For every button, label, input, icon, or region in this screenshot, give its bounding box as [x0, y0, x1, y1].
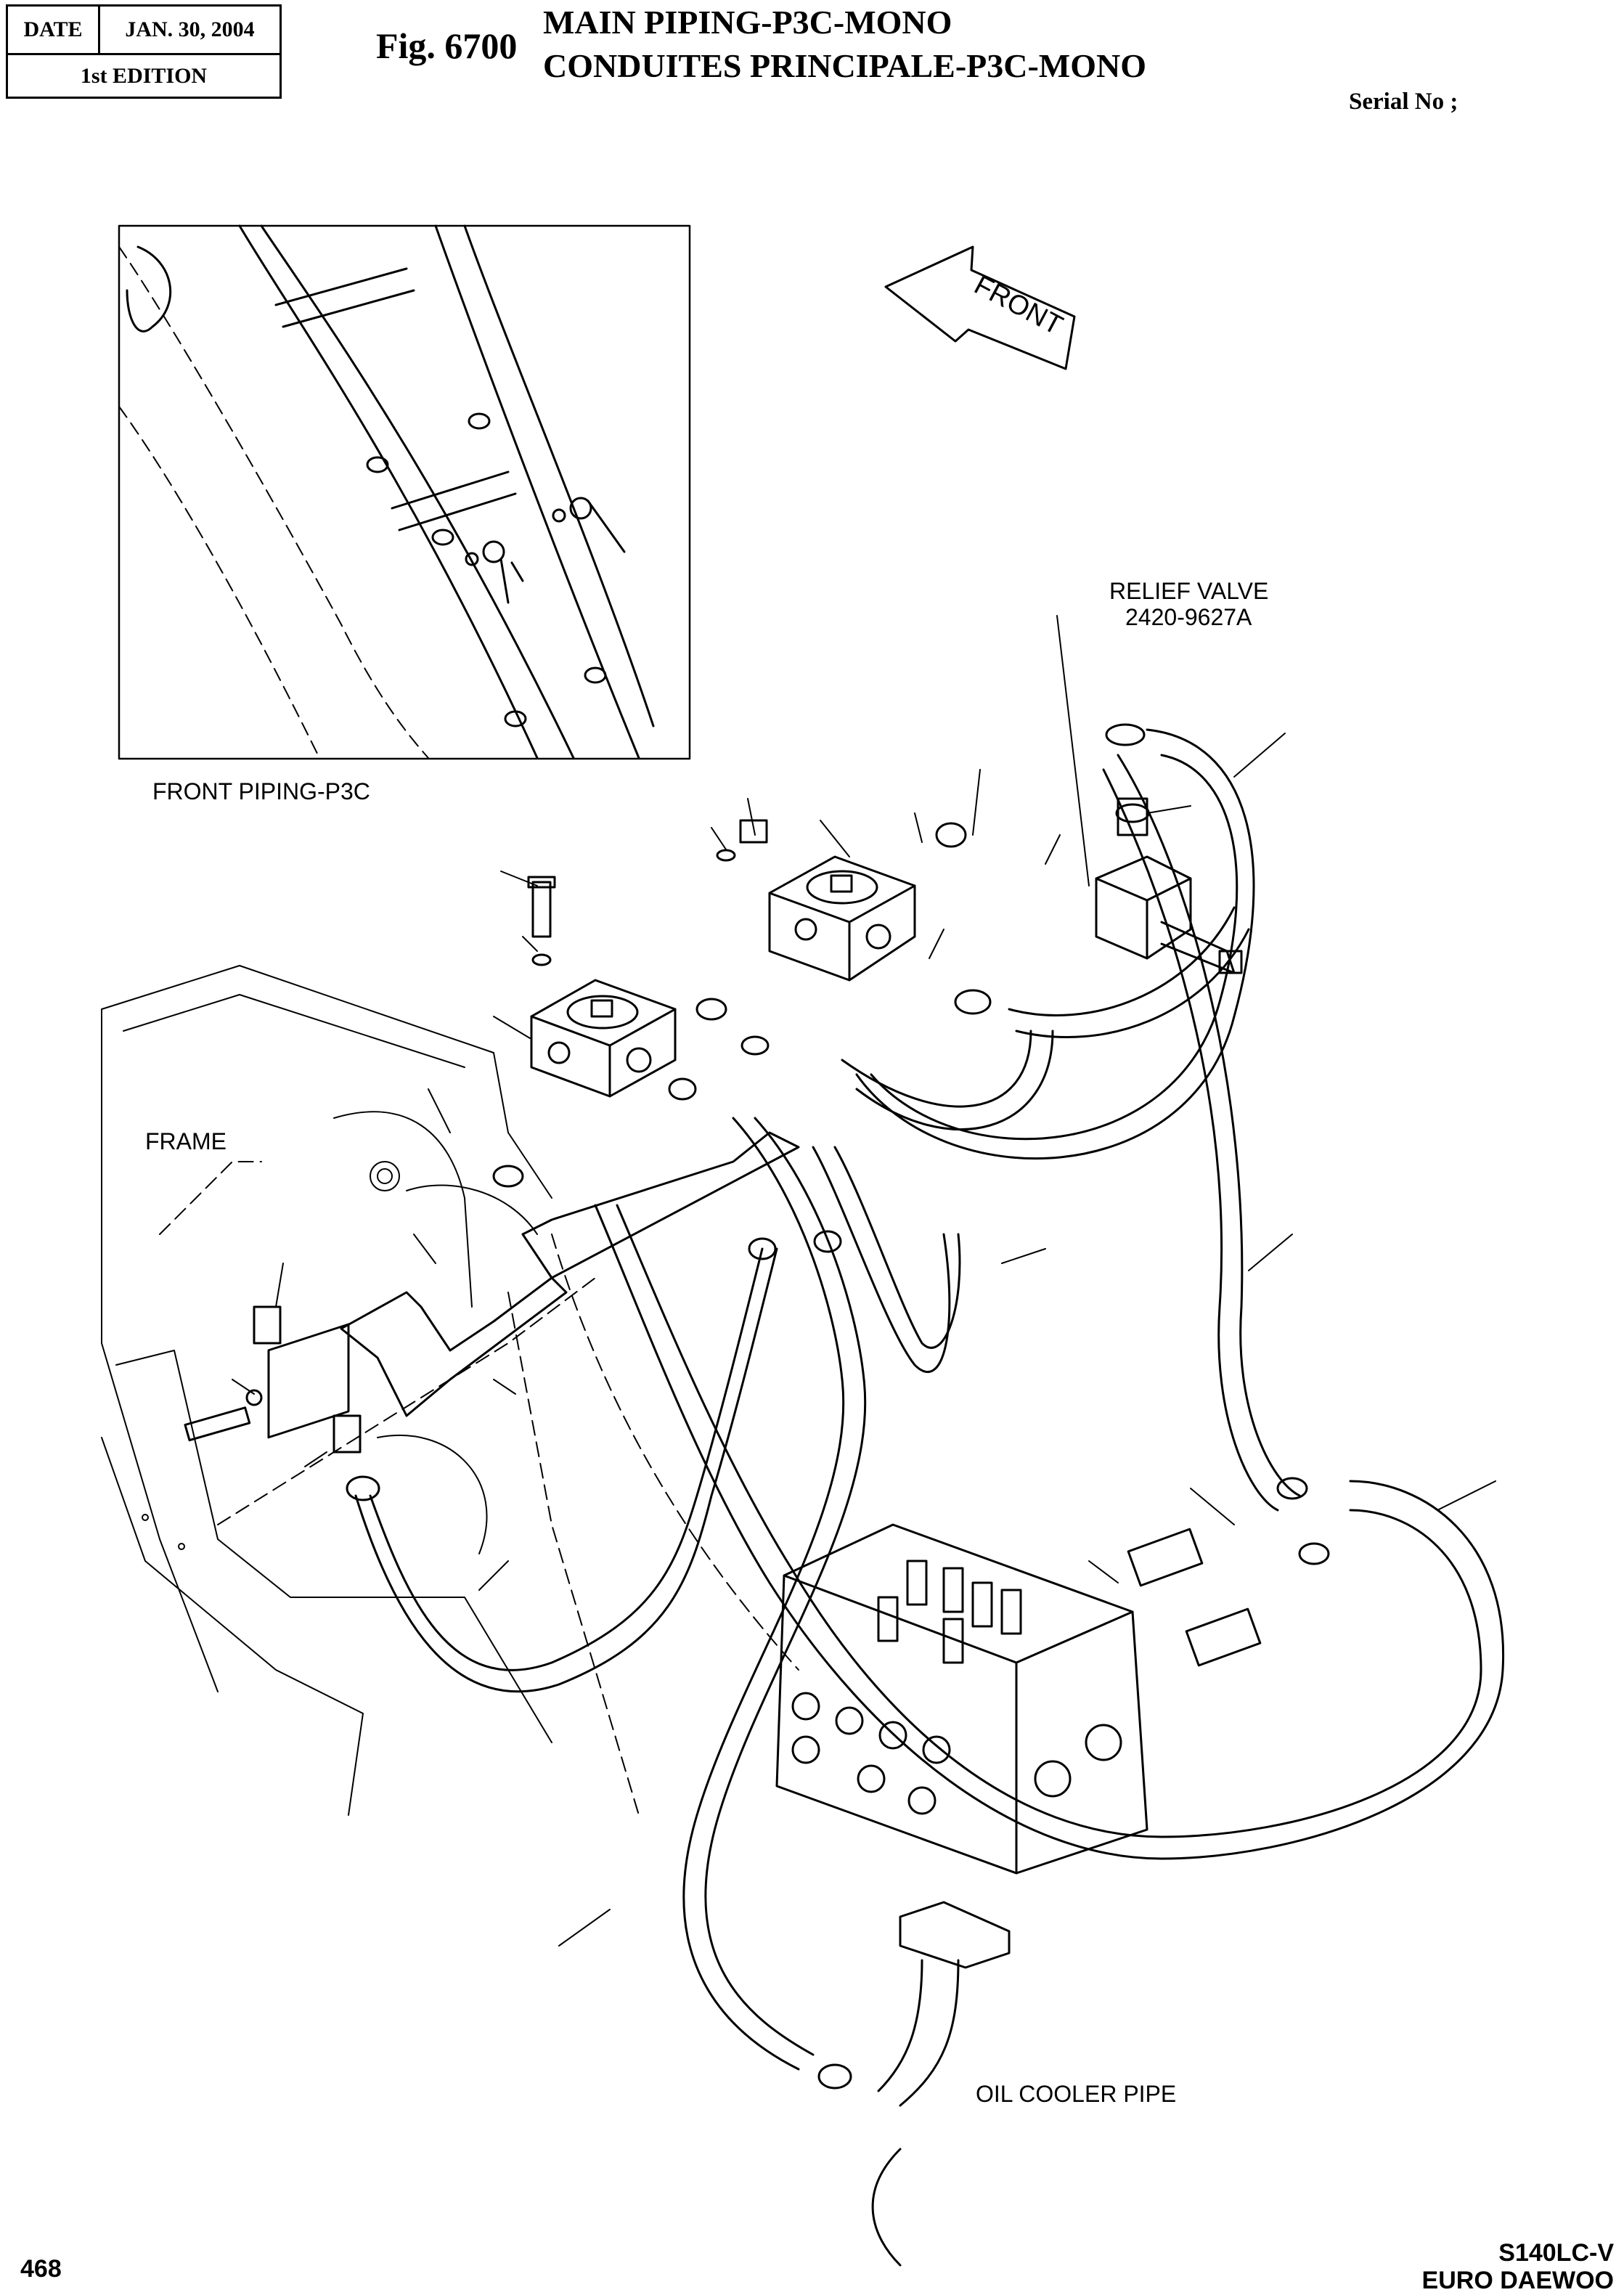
relief-valve: [1095, 723, 1243, 974]
leader-lines: [232, 615, 1496, 1947]
oil-cooler-pipe: [871, 1901, 1011, 2267]
hoses: [354, 728, 1505, 2071]
mounting-bracket: [184, 1131, 800, 1442]
title-english: MAIN PIPING-P3C-MONO: [543, 4, 952, 41]
relief-valve-part-number: 2420-9627A: [1125, 604, 1252, 630]
lower-valve-block: [530, 979, 677, 1098]
page-number: 468: [20, 2255, 62, 2283]
brand-name: EURO DAEWOO: [1421, 2267, 1614, 2294]
date-label: DATE: [8, 7, 100, 53]
serial-number-label: Serial No ;: [1349, 89, 1458, 115]
oil-cooler-pipe-label: OIL COOLER PIPE: [976, 2081, 1177, 2107]
edition-label: 1st EDITION: [80, 63, 208, 88]
date-value: JAN. 30, 2004: [125, 17, 255, 41]
front-arrow-icon: FRONT: [884, 245, 1076, 370]
title-french: CONDUITES PRINCIPALE-P3C-MONO: [543, 47, 1146, 84]
model-name: S140LC-V: [1498, 2239, 1614, 2267]
fittings: [253, 819, 1330, 2090]
edition-header-box: DATE JAN. 30, 2004 1st EDITION: [6, 4, 282, 99]
figure-number: Fig. 6700: [376, 25, 518, 66]
date-row: DATE JAN. 30, 2004: [8, 7, 279, 55]
front-piping-label: FRONT PIPING-P3C: [152, 778, 370, 804]
frame-outline: [101, 965, 799, 1816]
inset-front-piping: [118, 224, 691, 760]
frame-label: FRAME: [145, 1128, 227, 1154]
relief-valve-label: RELIEF VALVE: [1109, 578, 1269, 604]
main-control-valve: [775, 1523, 1148, 1875]
front-label: FRONT: [969, 270, 1067, 342]
upper-valve-block: [768, 855, 916, 982]
